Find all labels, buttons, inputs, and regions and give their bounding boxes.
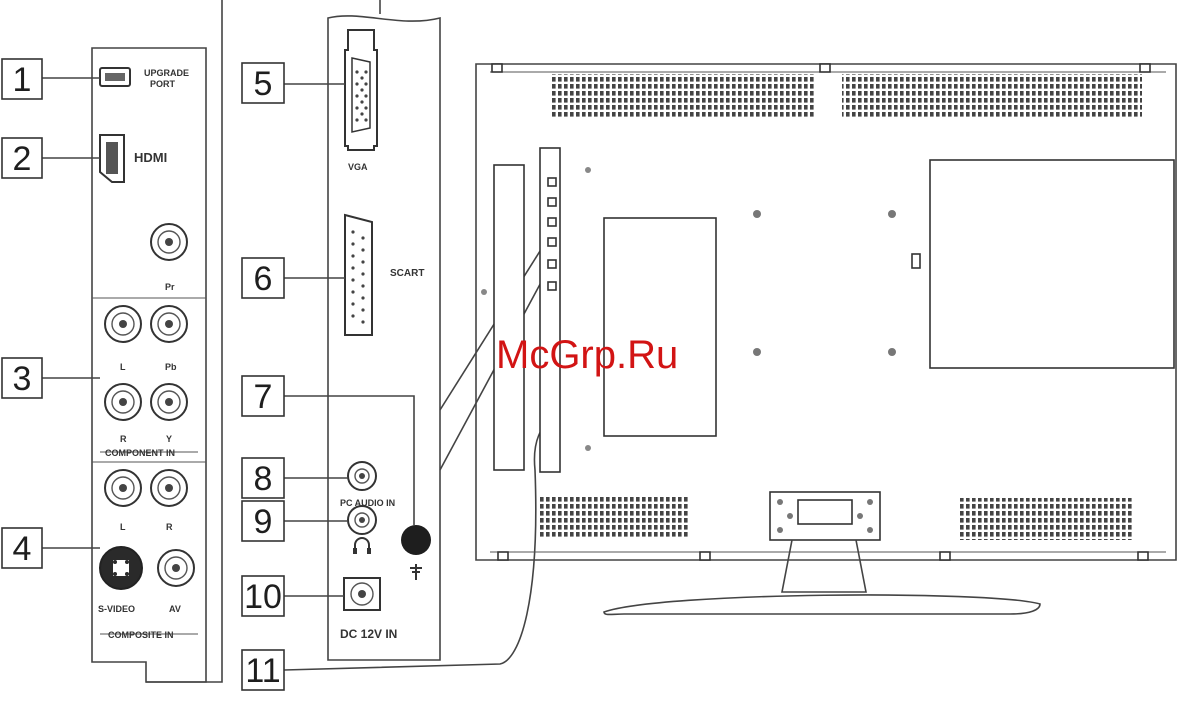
svideo-jack [100,547,142,589]
scart-label: SCART [390,268,424,279]
svg-text:1: 1 [13,61,32,99]
composite-inputs: L R S-VIDEO AV COMPOSITE IN [98,470,198,640]
rca-jack-pb [151,306,187,342]
headphone-jack [348,506,376,554]
component-inputs: Pr L Pb R Y COMPONENT IN [100,224,198,458]
hdmi-port: HDMI [100,135,167,182]
antenna-icon [410,564,422,580]
rca-jack-av [158,550,194,586]
pc-audio-in-jack: PC AUDIO IN [340,462,395,508]
y-label: Y [166,434,172,444]
composite-in-label: COMPOSITE IN [108,630,174,640]
dc-power-input: DC 12V IN [340,578,397,641]
antenna-input [401,525,431,580]
callout-9: 9 [242,501,284,541]
hdmi-label: HDMI [134,150,167,165]
pr-label: Pr [165,282,175,292]
rca-jack-pr [151,224,187,260]
rca-jack-audio-l [105,306,141,342]
upgrade-port-label-line2: PORT [150,79,176,89]
composite-r-label: R [166,522,173,532]
composite-l-label: L [120,522,126,532]
left-callouts: 1 2 3 4 [2,59,100,568]
callout-10: 10 [242,576,284,616]
rca-jack-composite-r [151,470,187,506]
rca-jack-y [151,384,187,420]
svg-text:2: 2 [13,140,32,178]
callout-6: 6 [242,258,284,298]
pb-label: Pb [165,362,177,372]
vga-label: VGA [348,162,368,172]
svg-text:7: 7 [254,378,273,416]
svg-text:6: 6 [254,260,273,298]
rca-jack-composite-l [105,470,141,506]
component-in-label: COMPONENT IN [105,448,175,458]
callout-2: 2 [2,138,42,178]
svg-text:9: 9 [254,503,273,541]
callout-4: 4 [2,528,42,568]
vga-port: VGA [345,30,377,172]
scart-port: SCART [345,215,424,335]
svg-text:5: 5 [254,65,273,103]
svideo-label: S-VIDEO [98,604,135,614]
callout-7: 7 [242,376,284,416]
callout-5: 5 [242,63,284,103]
callout-11: 11 [242,650,284,690]
svg-text:8: 8 [254,460,273,498]
usb-upgrade-port: UPGRADE PORT [100,68,189,89]
dc-in-label: DC 12V IN [340,627,397,641]
upgrade-port-label-line1: UPGRADE [144,68,189,78]
rca-jack-audio-r [105,384,141,420]
svg-text:3: 3 [13,360,32,398]
svg-text:4: 4 [13,530,32,568]
component-l-label: L [120,362,126,372]
watermark: McGrp.Ru [496,333,678,377]
av-label: AV [169,604,181,614]
svg-text:10: 10 [244,578,282,616]
callout-1: 1 [2,59,42,99]
svg-text:11: 11 [245,652,280,690]
callout-8: 8 [242,458,284,498]
component-r-label: R [120,434,127,444]
callout-3: 3 [2,358,42,398]
headphone-icon [355,538,369,552]
